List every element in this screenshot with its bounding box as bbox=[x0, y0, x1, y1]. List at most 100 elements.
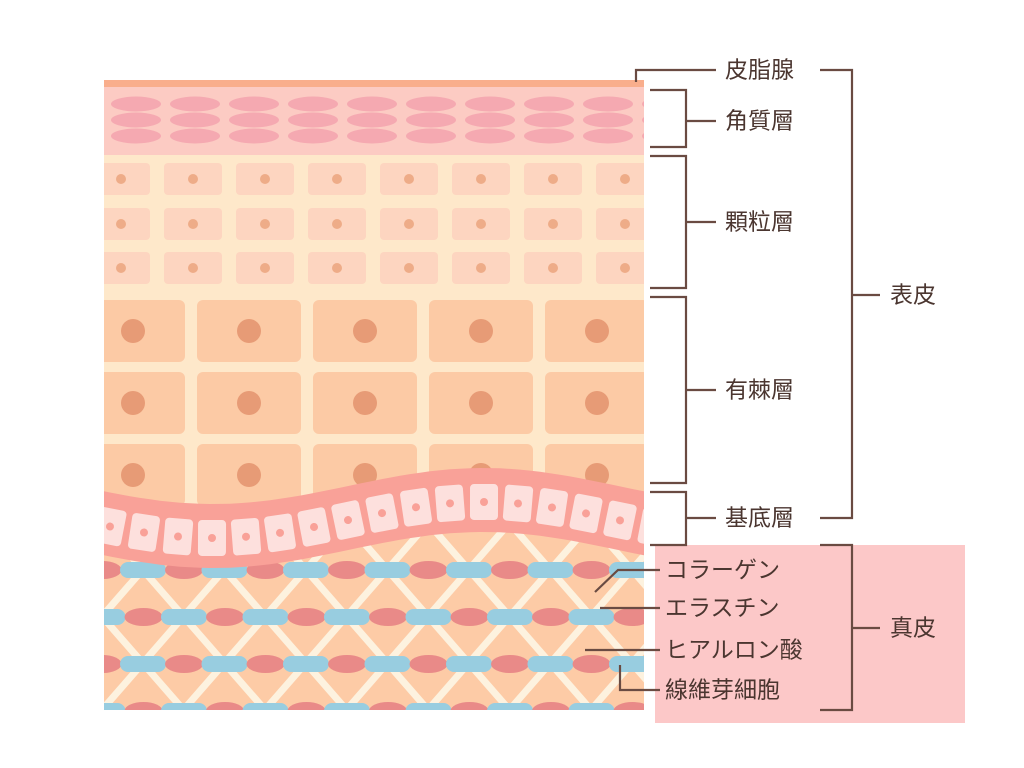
spinous-nucleus bbox=[353, 319, 377, 343]
elastin-fiber bbox=[242, 703, 289, 710]
corneocyte bbox=[52, 113, 102, 128]
elastin-fiber bbox=[568, 703, 615, 710]
elastin-fiber bbox=[527, 562, 574, 578]
dermis-label-box bbox=[655, 545, 965, 723]
label-elastin: エラスチン bbox=[665, 595, 780, 622]
label-epidermis: 表皮 bbox=[890, 282, 936, 309]
bracket-basal bbox=[650, 490, 716, 547]
corneocyte bbox=[524, 96, 574, 112]
collagen-fiber bbox=[104, 524, 105, 527]
corneocyte bbox=[111, 128, 161, 144]
spinous-nucleus bbox=[469, 391, 493, 415]
corneocyte bbox=[465, 112, 515, 128]
granular-nucleus bbox=[260, 263, 270, 273]
basal-cell bbox=[297, 507, 331, 547]
basal-nucleus bbox=[480, 498, 488, 507]
collagen-fiber bbox=[0, 523, 21, 720]
granular-nucleus bbox=[620, 263, 630, 273]
fibroblast-cell bbox=[124, 702, 163, 710]
granular-nucleus bbox=[116, 174, 126, 184]
label-stratum-spinosum: 有棘層 bbox=[725, 377, 794, 404]
corneocyte bbox=[406, 112, 456, 128]
elastin-fiber bbox=[405, 703, 452, 710]
fibroblast-cell bbox=[572, 561, 611, 579]
label-hyaluronic-acid: ヒアルロン酸 bbox=[665, 637, 803, 664]
label-dermis: 真皮 bbox=[890, 615, 936, 642]
basal-cell bbox=[469, 483, 499, 521]
leader-fibroblast bbox=[618, 665, 660, 692]
basal-cell bbox=[400, 487, 432, 527]
bracket-corneum bbox=[650, 88, 716, 149]
fibroblast-cell bbox=[369, 702, 407, 710]
fibroblast-cell bbox=[124, 608, 163, 626]
granular-nucleus bbox=[404, 174, 414, 184]
basal-nucleus bbox=[548, 503, 556, 512]
granular-nucleus bbox=[332, 174, 342, 184]
basal-nucleus bbox=[649, 523, 658, 532]
corneocyte bbox=[347, 96, 397, 112]
fibroblast-cell bbox=[2, 561, 40, 579]
spinous-nucleus bbox=[353, 391, 377, 415]
elastin-fiber bbox=[120, 656, 166, 672]
corneocyte bbox=[583, 96, 633, 112]
elastin-fiber bbox=[161, 609, 207, 625]
bracket-spinous bbox=[650, 295, 716, 485]
corneocyte bbox=[347, 112, 397, 128]
corneocyte bbox=[406, 96, 456, 112]
basal-nucleus bbox=[344, 516, 352, 525]
basal-cell bbox=[536, 488, 568, 527]
elastin-fiber bbox=[405, 609, 452, 625]
basal-nucleus bbox=[242, 532, 250, 541]
corneocyte bbox=[642, 117, 644, 123]
corneocyte bbox=[583, 128, 633, 144]
elastin-fiber bbox=[364, 562, 411, 578]
granular-cell bbox=[104, 252, 150, 284]
spinous-nucleus bbox=[585, 319, 609, 343]
fibroblast-cell bbox=[43, 702, 81, 720]
basal-nucleus bbox=[446, 499, 454, 508]
basal-nucleus bbox=[310, 522, 318, 531]
collagen-fiber bbox=[989, 523, 1024, 720]
granular-nucleus bbox=[620, 174, 630, 184]
granular-cell bbox=[104, 163, 150, 195]
granular-nucleus bbox=[476, 219, 486, 229]
fibroblast-cell bbox=[613, 608, 644, 626]
elastin-fiber bbox=[120, 562, 166, 578]
corneocyte bbox=[229, 96, 279, 112]
corneocyte bbox=[524, 112, 574, 128]
elastin-fiber bbox=[0, 703, 44, 719]
corneocyte bbox=[642, 133, 644, 139]
collagen-fiber bbox=[104, 706, 107, 710]
elastin-fiber bbox=[446, 656, 492, 672]
fibroblast-cell bbox=[491, 561, 529, 579]
granular-nucleus bbox=[332, 263, 342, 273]
granular-nucleus bbox=[260, 174, 270, 184]
label-stratum-basale: 基底層 bbox=[725, 505, 794, 532]
basal-nucleus bbox=[616, 516, 624, 525]
corneocyte bbox=[229, 112, 279, 128]
fibroblast-cell bbox=[206, 702, 244, 710]
elastin-fiber bbox=[104, 703, 126, 710]
basal-nucleus bbox=[276, 528, 284, 537]
elastin-fiber bbox=[242, 609, 289, 625]
granular-nucleus bbox=[476, 263, 486, 273]
leader-sebaceous bbox=[634, 68, 716, 82]
basal-cell bbox=[162, 517, 194, 556]
corneocyte bbox=[642, 101, 644, 107]
granular-nucleus bbox=[404, 219, 414, 229]
spinous-nucleus bbox=[353, 463, 377, 487]
basal-nucleus bbox=[106, 522, 114, 531]
corneocyte bbox=[288, 96, 338, 112]
elastin-fiber bbox=[446, 562, 492, 578]
corneocyte bbox=[288, 128, 338, 144]
elastin-fiber bbox=[364, 656, 411, 672]
elastin-fiber bbox=[0, 562, 3, 578]
spinous-nucleus bbox=[121, 391, 145, 415]
elastin-fiber bbox=[39, 656, 85, 672]
corneocyte bbox=[406, 128, 456, 144]
elastin-fiber bbox=[609, 656, 644, 672]
spinous-nucleus bbox=[237, 319, 261, 343]
label-collagen: コラーゲン bbox=[665, 557, 780, 584]
fibroblast-cell bbox=[104, 561, 122, 579]
